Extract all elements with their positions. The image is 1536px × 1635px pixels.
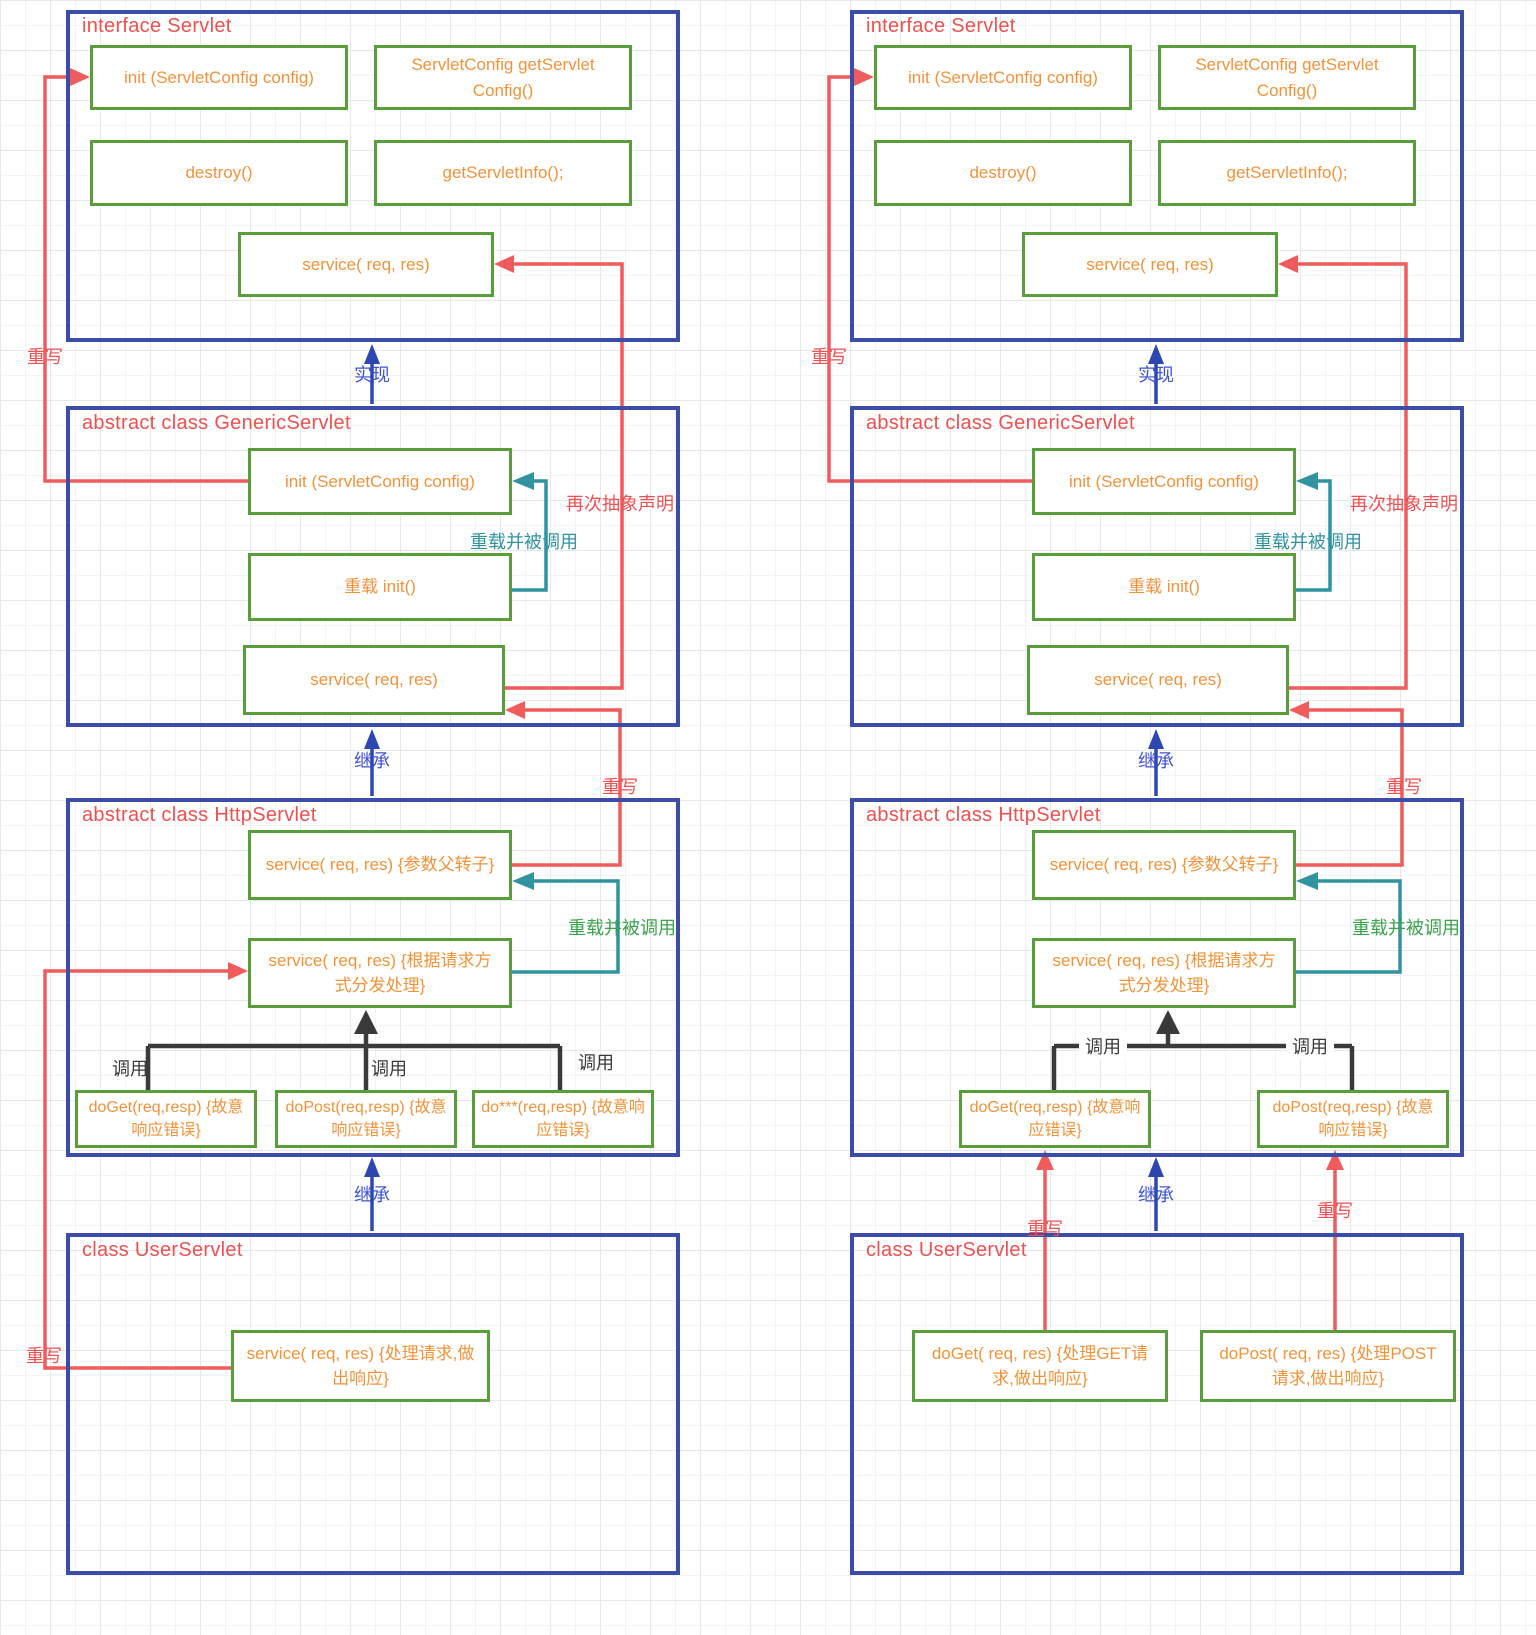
- node-generic-service-right: service( req, res): [1027, 645, 1289, 715]
- reload-called-label: 重载并被调用: [568, 918, 676, 938]
- implement-label: 实现: [354, 365, 390, 385]
- inherit-label: 继承: [354, 751, 390, 771]
- override-label: 重写: [1027, 1219, 1063, 1239]
- redeclare-label: 再次抽象声明: [566, 494, 674, 514]
- node-http-service-dispatch-right: service( req, res) {根据请求方式分发处理}: [1032, 938, 1296, 1008]
- panel-interface-servlet-left: [66, 10, 680, 342]
- panel-interface-servlet-right: [850, 10, 1464, 342]
- call-label: 调用: [112, 1059, 148, 1079]
- panel-title: interface Servlet: [866, 15, 1016, 37]
- node-generic-reload-init-right: 重载 init(): [1032, 553, 1296, 621]
- override-label: 重写: [27, 347, 63, 367]
- reload-called-label: 重载并被调用: [470, 532, 578, 552]
- inherit-label: 继承: [354, 1185, 390, 1205]
- node-servlet-destroy-left: destroy(): [90, 140, 348, 206]
- reload-called-label: 重载并被调用: [1352, 918, 1460, 938]
- node-servlet-destroy-right: destroy(): [874, 140, 1132, 206]
- node-servlet-init-right: init (ServletConfig config): [874, 45, 1132, 110]
- node-servlet-getservletconfig-left: ServletConfig getServlet Config(): [374, 45, 632, 110]
- panel-httpservlet-right: [850, 798, 1464, 1157]
- panel-title: abstract class HttpServlet: [82, 804, 317, 826]
- call-label: 调用: [1079, 1033, 1127, 1059]
- node-http-doget-right: doGet(req,resp) {故意响应错误}: [959, 1090, 1151, 1148]
- node-servlet-service-left: service( req, res): [238, 232, 494, 297]
- override-label: 重写: [26, 1346, 62, 1366]
- panel-title: class UserServlet: [82, 1239, 243, 1261]
- call-label: 调用: [371, 1059, 407, 1079]
- panel-title: abstract class GenericServlet: [82, 412, 351, 434]
- node-generic-service-left: service( req, res): [243, 645, 505, 715]
- panel-userservlet-right: [850, 1233, 1464, 1575]
- node-http-doget-left: doGet(req,resp) {故意响应错误}: [75, 1090, 257, 1148]
- node-generic-init-left: init (ServletConfig config): [248, 448, 512, 515]
- panel-httpservlet-left: [66, 798, 680, 1157]
- node-http-service-param-right: service( req, res) {参数父转子}: [1032, 830, 1296, 900]
- override-label: 重写: [1386, 777, 1422, 797]
- redeclare-label: 再次抽象声明: [1350, 494, 1458, 514]
- node-user-service-left: service( req, res) {处理请求,做出响应}: [231, 1330, 490, 1402]
- node-generic-reload-init-left: 重载 init(): [248, 553, 512, 621]
- node-servlet-getservletinfo-left: getServletInfo();: [374, 140, 632, 206]
- panel-genericservlet-right: [850, 406, 1464, 727]
- node-user-dopost-right: doPost( req, res) {处理POST请求,做出响应}: [1200, 1330, 1456, 1402]
- node-http-service-dispatch-left: service( req, res) {根据请求方式分发处理}: [248, 938, 512, 1008]
- override-label: 重写: [602, 777, 638, 797]
- node-http-dostar-left: do***(req,resp) {故意响应错误}: [472, 1090, 654, 1148]
- node-servlet-init-left: init (ServletConfig config): [90, 45, 348, 110]
- node-servlet-getservletinfo-right: getServletInfo();: [1158, 140, 1416, 206]
- node-user-doget-right: doGet( req, res) {处理GET请求,做出响应}: [912, 1330, 1168, 1402]
- inherit-label: 继承: [1138, 751, 1174, 771]
- reload-called-label: 重载并被调用: [1254, 532, 1362, 552]
- call-label: 调用: [1286, 1033, 1334, 1059]
- implement-label: 实现: [1138, 365, 1174, 385]
- call-label: 调用: [578, 1053, 614, 1073]
- override-label: 重写: [1317, 1201, 1353, 1221]
- panel-title: abstract class GenericServlet: [866, 412, 1135, 434]
- panel-title: abstract class HttpServlet: [866, 804, 1101, 826]
- node-generic-init-right: init (ServletConfig config): [1032, 448, 1296, 515]
- panel-userservlet-left: [66, 1233, 680, 1575]
- node-http-service-param-left: service( req, res) {参数父转子}: [248, 830, 512, 900]
- panel-genericservlet-left: [66, 406, 680, 727]
- panel-title: interface Servlet: [82, 15, 232, 37]
- inherit-label: 继承: [1138, 1185, 1174, 1205]
- node-http-dopost-right: doPost(req,resp) {故意响应错误}: [1257, 1090, 1449, 1148]
- node-http-dopost-left: doPost(req,resp) {故意响应错误}: [275, 1090, 457, 1148]
- node-servlet-getservletconfig-right: ServletConfig getServlet Config(): [1158, 45, 1416, 110]
- node-servlet-service-right: service( req, res): [1022, 232, 1278, 297]
- override-label: 重写: [811, 347, 847, 367]
- panel-title: class UserServlet: [866, 1239, 1027, 1261]
